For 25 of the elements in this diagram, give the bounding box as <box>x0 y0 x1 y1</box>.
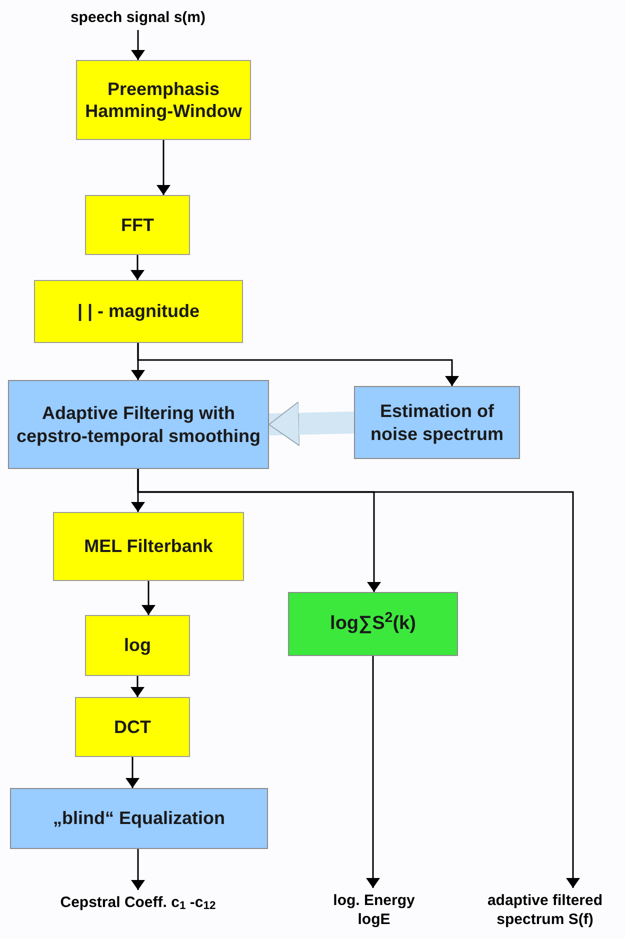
process-box: | | - magnitude <box>34 280 243 343</box>
arrow <box>156 140 170 195</box>
arrow <box>126 757 140 788</box>
arrow <box>142 581 156 615</box>
process-box: FFT <box>85 195 190 255</box>
arrow <box>137 469 580 888</box>
arrow <box>130 255 144 280</box>
arrow <box>131 30 145 60</box>
signal-label: log. Energy logE <box>332 892 416 930</box>
block-arrow <box>268 401 354 446</box>
process-box: Adaptive Filtering with cepstro-temporal smoothing <box>8 380 269 469</box>
signal-label: adaptive filtered spectrum S(f) <box>486 892 604 930</box>
process-box: DCT <box>75 697 190 757</box>
process-box: Estimation of noise spectrum <box>354 386 520 459</box>
process-box: „blind“ Equalization <box>10 788 268 849</box>
process-box: Preemphasis Hamming-Window <box>76 60 251 140</box>
arrow <box>137 343 459 386</box>
process-box: MEL Filterbank <box>53 512 244 581</box>
process-box: log <box>85 615 190 676</box>
signal-label: Cepstral Coeff. c$_{1}$ -c$_{12}$ <box>60 894 216 912</box>
arrow <box>366 656 380 888</box>
arrow <box>131 849 145 890</box>
signal-label: speech signal s(m) <box>70 8 206 28</box>
process-box: log∑S$^{2}$(k) <box>288 592 458 656</box>
arrow <box>130 676 144 697</box>
